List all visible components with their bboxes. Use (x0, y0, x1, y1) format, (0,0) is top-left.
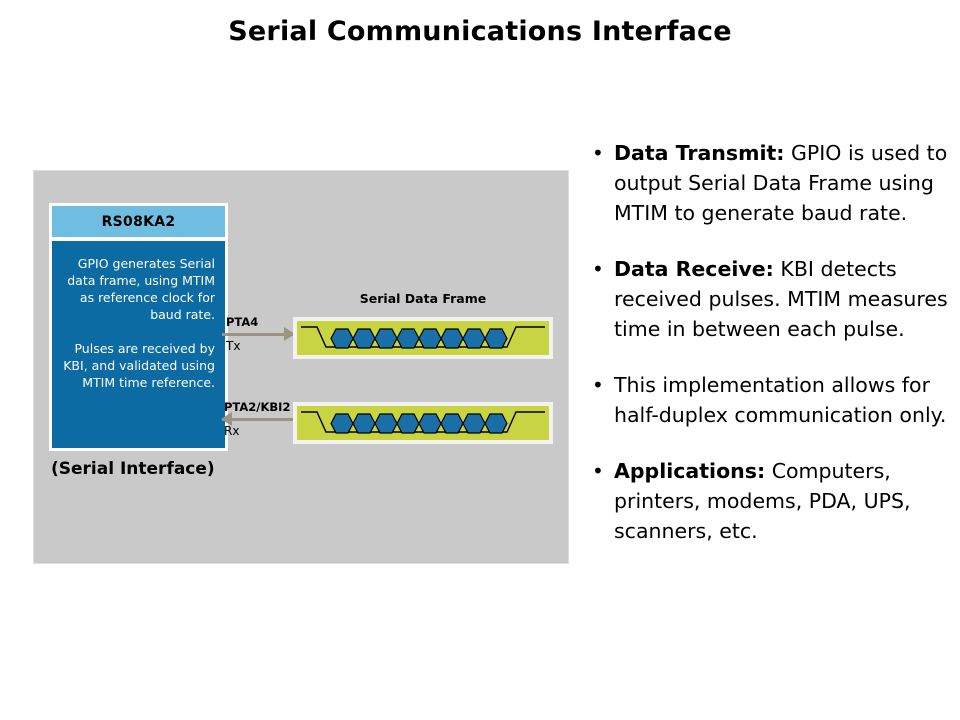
bullet-item-data-transmit: • Data Transmit: GPIO is used to output … (592, 138, 948, 228)
pin-label-tx: PTA4 (226, 315, 259, 329)
bullet-lead-data-receive: Data Receive: (614, 257, 774, 281)
bullet-text-applications: Applications: Computers, printers, modem… (614, 456, 948, 546)
connector-rx: PTA2/KBI2 Rx (221, 400, 294, 440)
arrow-right-icon (284, 327, 295, 341)
chip-description-transmit: GPIO generates Serial data frame, using … (67, 256, 215, 322)
tx-waveform-graphic (301, 326, 545, 349)
diagram-panel: RS08KA2 GPIO generates Serial data frame… (33, 170, 569, 564)
connector-line-tx (222, 333, 294, 336)
bullet-marker-icon: • (592, 373, 604, 397)
chip-description-receive: Pulses are received by KBI, and validate… (63, 341, 215, 390)
chip-header-label: RS08KA2 (52, 206, 225, 237)
bullet-text-data-receive: Data Receive: KBI detects received pulse… (614, 254, 948, 344)
bullet-text-data-transmit: Data Transmit: GPIO is used to output Se… (614, 138, 948, 228)
serial-interface-caption: (Serial Interface) (51, 459, 215, 479)
bullet-marker-icon: • (592, 141, 604, 165)
bullet-list: • Data Transmit: GPIO is used to output … (592, 138, 948, 572)
bullet-lead-applications: Applications: (614, 459, 766, 483)
pin-label-rx: PTA2/KBI2 (224, 400, 291, 414)
arrow-left-icon (221, 412, 232, 426)
tx-waveform-frame (293, 317, 553, 359)
bullet-body-data-transmit: GPIO is used to output Serial Data Frame… (614, 141, 948, 225)
serial-data-frame-label: Serial Data Frame (359, 291, 487, 306)
bullet-item-data-receive: • Data Receive: KBI detects received pul… (592, 254, 948, 344)
bullet-item-applications: • Applications: Computers, printers, mod… (592, 456, 948, 546)
bullet-body-half-duplex: This implementation allows for half-dupl… (614, 373, 947, 427)
rx-waveform-graphic (301, 411, 545, 434)
chip-block: RS08KA2 GPIO generates Serial data frame… (49, 203, 228, 451)
bullet-body-applications: Computers, printers, modems, PDA, UPS, s… (614, 459, 911, 543)
tx-waveform (297, 321, 549, 355)
bullet-lead-data-transmit: Data Transmit: (614, 141, 785, 165)
direction-label-tx: Tx (226, 339, 241, 353)
direction-label-rx: Rx (224, 424, 240, 438)
chip-body: GPIO generates Serial data frame, using … (52, 241, 225, 448)
rx-waveform (297, 406, 549, 440)
page-title: Serial Communications Interface (228, 16, 732, 47)
rx-waveform-frame (293, 402, 553, 444)
connector-tx: PTA4 Tx (222, 315, 295, 355)
bullet-body-data-receive: KBI detects received pulses. MTIM measur… (614, 257, 948, 341)
bullet-text-half-duplex: This implementation allows for half-dupl… (614, 370, 948, 430)
bullet-marker-icon: • (592, 257, 604, 281)
connector-line-rx (222, 418, 294, 421)
bullet-item-half-duplex: • This implementation allows for half-du… (592, 370, 948, 430)
bullet-marker-icon: • (592, 459, 604, 483)
